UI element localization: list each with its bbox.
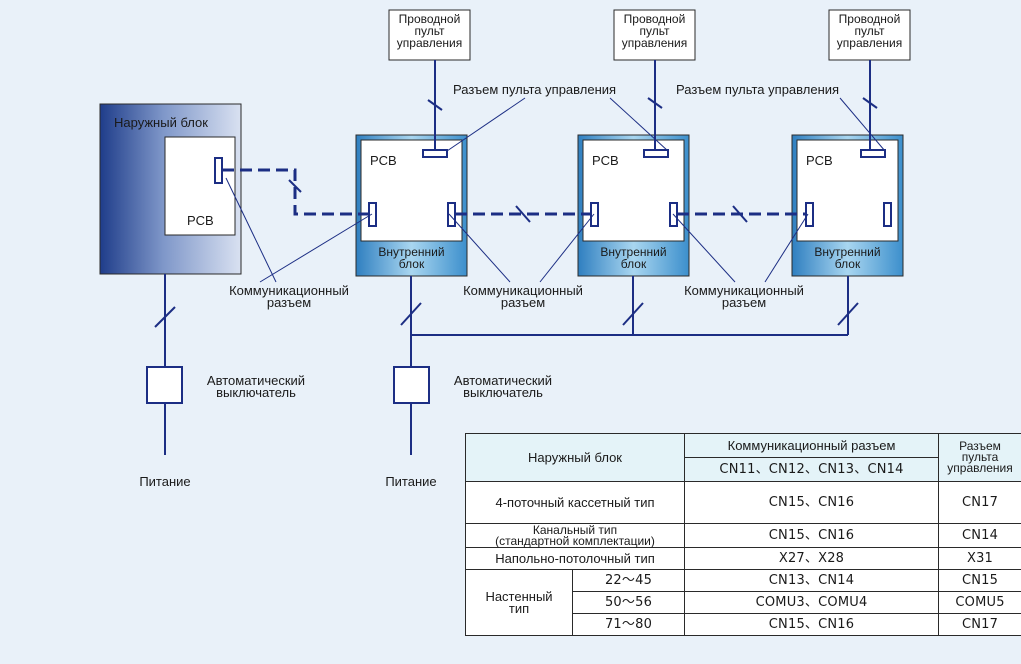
row-type: 4-поточный кассетный тип [464, 481, 686, 524]
comm-connector [590, 202, 599, 227]
row-ctrl: COMU5 [938, 591, 1021, 614]
svg-text:управления: управления [837, 36, 902, 50]
controller-connector [422, 149, 448, 158]
row-comm: X27、X28 [684, 547, 940, 570]
indoor-unit-3: PCB Внутренний блок [791, 134, 904, 277]
indoor-unit-2: PCB Внутренний блок [577, 134, 690, 277]
comm-connector-label: Коммуникационный [463, 283, 583, 298]
svg-text:пульт: пульт [854, 24, 885, 38]
row-type: Канальный тип (стандартной комплектации) [464, 523, 686, 548]
svg-text:Проводной: Проводной [839, 12, 901, 26]
controller-connector [643, 149, 669, 158]
svg-text:управления: управления [397, 36, 462, 50]
power-label: Питание [139, 474, 190, 489]
wall-range: 50～56 [571, 591, 686, 614]
indoor-unit-label: блок [399, 257, 425, 271]
comm-connector-label: Коммуникационный [684, 283, 804, 298]
outdoor-pcb [164, 136, 236, 236]
wired-controller-2: Проводной пульт управления [613, 9, 696, 61]
indoor-unit-label: блок [835, 257, 861, 271]
svg-text:Проводной: Проводной [399, 12, 461, 26]
circuit-breaker [393, 366, 430, 404]
comm-connector-label: Коммуникационный [229, 283, 349, 298]
connector-spec-table: Наружный блок Коммуникационный разъем Ра… [464, 433, 1021, 636]
indoor-unit-label: блок [621, 257, 647, 271]
row-comm: CN15、CN16 [684, 523, 940, 548]
outdoor-unit: Наружный блок PCB [99, 103, 242, 275]
breaker-label: выключатель [216, 385, 296, 400]
row-ctrl: CN15 [938, 569, 1021, 592]
pcb-label: PCB [806, 153, 833, 168]
row-ctrl: X31 [938, 547, 1021, 570]
row-comm: COMU3、COMU4 [684, 591, 940, 614]
controller-connector-label: Разъем пульта управления [453, 82, 616, 97]
svg-text:Проводной: Проводной [624, 12, 686, 26]
header-comm-connector: Коммуникационный разъем [684, 433, 940, 458]
indoor-unit-label: Внутренний [378, 245, 444, 259]
wall-range: 71～80 [571, 613, 686, 636]
wired-controller-1: Проводной пульт управления [388, 9, 471, 61]
pcb-label: PCB [592, 153, 619, 168]
row-ctrl: CN14 [938, 523, 1021, 548]
comm-connector [883, 202, 892, 227]
leader-lines [225, 97, 886, 283]
controller-connector-label: Разъем пульта управления [676, 82, 839, 97]
wall-type: Настенный тип [465, 569, 573, 636]
circuit-breaker [146, 366, 183, 404]
wired-controller-3: Проводной пульт управления [828, 9, 911, 61]
comm-connector [805, 202, 814, 227]
comm-cable-slashes [288, 179, 748, 223]
indoor-unit-label: Внутренний [600, 245, 666, 259]
row-type: Напольно-потолочный тип [464, 547, 686, 570]
indoor-unit-1: PCB Внутренний блок [355, 134, 468, 277]
power-label: Питание [385, 474, 436, 489]
comm-connector-label: разъем [722, 295, 766, 310]
breaker-label: Автоматический [454, 373, 552, 388]
controller-connector [860, 149, 886, 158]
row-ctrl: CN17 [938, 481, 1021, 524]
wall-range: 22～45 [571, 569, 686, 592]
svg-text:пульт: пульт [414, 24, 445, 38]
outdoor-pcb-label: PCB [187, 213, 214, 228]
svg-text:управления: управления [622, 36, 687, 50]
controller-cables [427, 60, 878, 150]
row-comm: CN13、CN14 [684, 569, 940, 592]
pcb-label: PCB [370, 153, 397, 168]
header-outdoor-unit: Наружный блок [464, 433, 686, 482]
power-cables [154, 274, 859, 455]
outdoor-unit-label: Наружный блок [114, 115, 208, 130]
header-comm-connector-values: CN11、CN12、CN13、CN14 [684, 457, 940, 482]
indoor-unit-label: Внутренний [814, 245, 880, 259]
row-ctrl: CN17 [938, 613, 1021, 636]
comm-connector [368, 202, 377, 227]
row-comm: CN15、CN16 [684, 613, 940, 636]
breaker-label: Автоматический [207, 373, 305, 388]
breaker-label: выключатель [463, 385, 543, 400]
row-comm: CN15、CN16 [684, 481, 940, 524]
outdoor-comm-connector [214, 157, 223, 184]
svg-text:пульт: пульт [639, 24, 670, 38]
header-controller-connector: Разъем пульта управления [938, 433, 1021, 482]
breakers [146, 366, 430, 404]
comm-connector-label: разъем [501, 295, 545, 310]
comm-connector-label: разъем [267, 295, 311, 310]
communication-cable [222, 168, 806, 216]
